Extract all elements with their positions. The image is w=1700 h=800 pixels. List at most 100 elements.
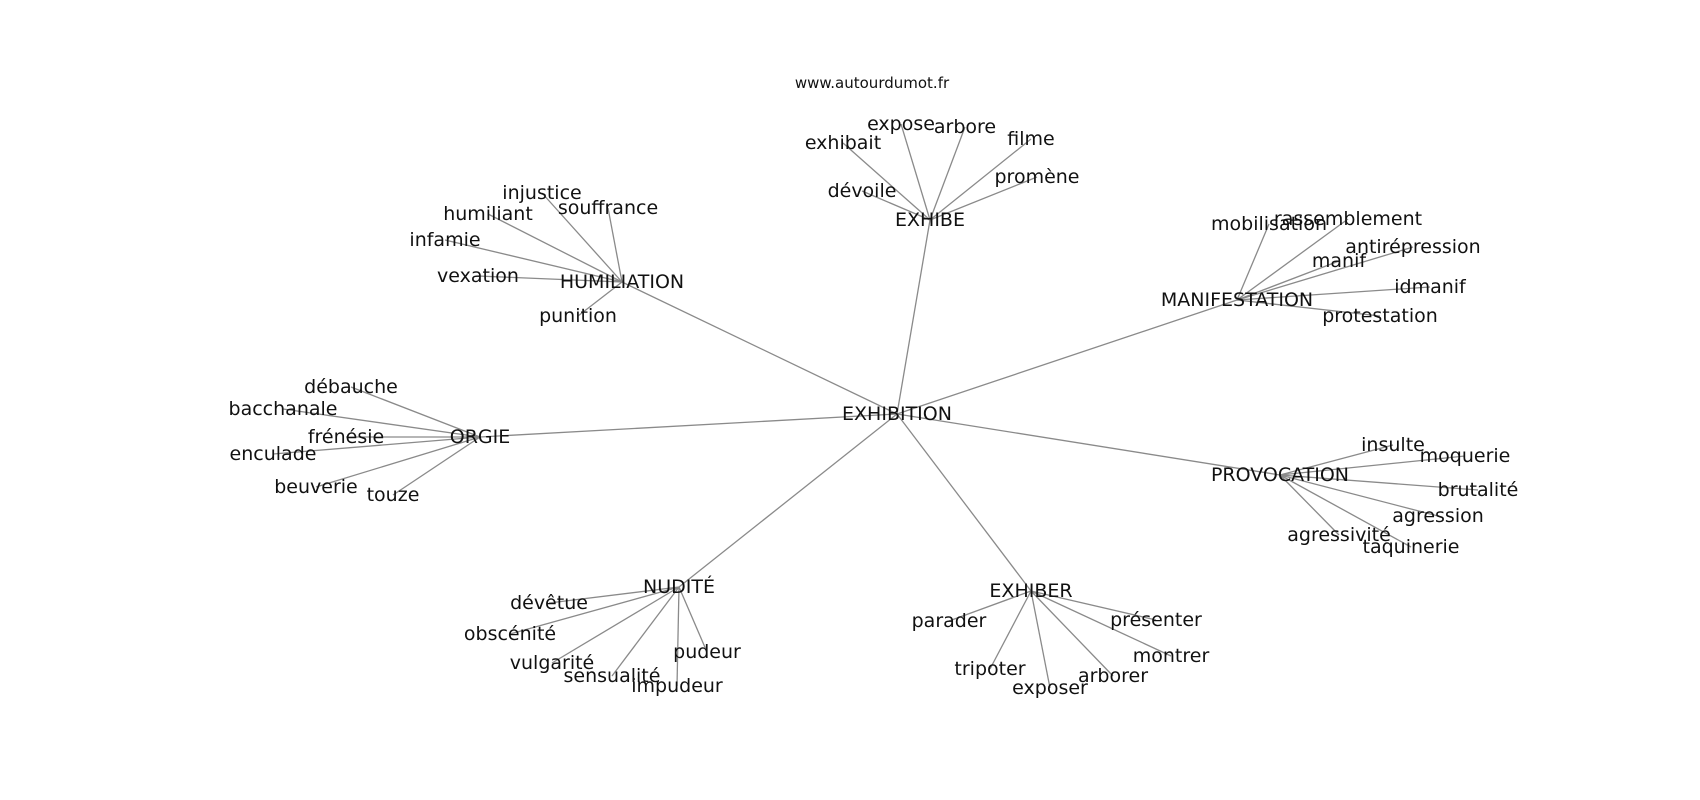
node-leaf-exhibait[interactable]: exhibait	[805, 132, 881, 154]
node-hub-orgie[interactable]: ORGIE	[450, 426, 511, 448]
node-hub-exhibe[interactable]: EXHIBE	[895, 209, 965, 231]
node-leaf-punition[interactable]: punition	[539, 305, 617, 327]
node-leaf-infamie[interactable]: infamie	[409, 229, 480, 251]
edge-manifestation-mobilisation	[1236, 223, 1270, 301]
node-leaf-souffrance[interactable]: souffrance	[558, 197, 658, 219]
edge-humiliation-infamie	[444, 239, 623, 283]
node-leaf-taquinerie[interactable]: taquinerie	[1363, 536, 1460, 558]
edge-root-nudite	[678, 413, 898, 588]
edge-orgie-touze	[392, 436, 481, 496]
edge-provocation-insulte	[1279, 444, 1394, 476]
node-leaf-tripoter[interactable]: tripoter	[954, 658, 1025, 680]
node-leaf-filme[interactable]: filme	[1007, 128, 1054, 150]
edge-provocation-agression	[1279, 474, 1439, 517]
edge-manifestation-idmanif	[1236, 286, 1431, 301]
node-leaf-arbore[interactable]: arbore	[934, 116, 996, 138]
node-leaf-agressivite[interactable]: agressivité	[1287, 524, 1391, 546]
node-leaf-injustice[interactable]: injustice	[502, 182, 581, 204]
node-hub-manifestation[interactable]: MANIFESTATION	[1161, 289, 1313, 311]
edge-exhiber-parader	[948, 590, 1032, 622]
edge-orgie-bacchanale	[282, 408, 481, 438]
edge-exhiber-presenter	[1030, 590, 1157, 621]
edge-manifestation-manif	[1236, 260, 1340, 301]
edge-manifestation-rassemblement	[1236, 218, 1349, 301]
edge-provocation-agressivite	[1279, 474, 1340, 536]
node-leaf-pudeur[interactable]: pudeur	[673, 641, 741, 663]
edge-nudite-sensualite	[611, 586, 680, 677]
node-leaf-manif[interactable]: manif	[1312, 250, 1367, 272]
node-leaf-rassemblement[interactable]: rassemblement	[1274, 208, 1422, 230]
edge-manifestation-protestation	[1236, 299, 1381, 317]
edge-humiliation-vexation	[477, 275, 623, 283]
edge-root-manifestation	[896, 299, 1238, 415]
node-hub-nudite[interactable]: NUDITÉ	[643, 575, 715, 598]
node-leaf-debauche[interactable]: débauche	[304, 376, 398, 398]
edge-orgie-debauche	[350, 386, 481, 438]
node-leaf-impudeur[interactable]: impudeur	[631, 675, 723, 697]
node-leaf-arborer[interactable]: arborer	[1078, 665, 1148, 687]
node-hub-exhiber[interactable]: EXHIBER	[989, 580, 1072, 602]
edge-exhiber-exposer	[1030, 590, 1051, 689]
node-leaf-promene[interactable]: promène	[994, 166, 1079, 188]
edge-nudite-devetue	[548, 586, 680, 604]
edge-orgie-beuverie	[315, 436, 481, 488]
edge-provocation-taquinerie	[1279, 474, 1412, 548]
edge-exhiber-tripoter	[989, 590, 1032, 670]
edge-exhiber-arborer	[1030, 590, 1114, 677]
edge-root-provocation	[896, 413, 1281, 476]
edge-exhibe-expose	[900, 123, 931, 221]
node-leaf-beuverie[interactable]: beuverie	[274, 476, 358, 498]
node-leaf-protestation[interactable]: protestation	[1322, 305, 1438, 327]
node-leaf-bacchanale[interactable]: bacchanale	[229, 398, 338, 420]
edge-humiliation-humiliant	[487, 213, 623, 283]
edge-nudite-obscenite	[509, 586, 680, 635]
node-leaf-devetue[interactable]: dévêtue	[510, 592, 588, 614]
node-leaf-presenter[interactable]: présenter	[1110, 609, 1202, 631]
node-leaf-obscenite[interactable]: obscénité	[464, 623, 556, 645]
node-leaf-expose[interactable]: expose	[867, 113, 935, 135]
node-leaf-sensualite[interactable]: sensualité	[564, 665, 661, 687]
edge-humiliation-punition	[577, 281, 623, 317]
edge-nudite-impudeur	[676, 586, 680, 687]
node-leaf-vexation[interactable]: vexation	[437, 265, 519, 287]
edge-manifestation-antirepression	[1236, 246, 1414, 301]
node-leaf-touze[interactable]: touze	[367, 484, 420, 506]
node-leaf-vulgarite[interactable]: vulgarité	[510, 652, 595, 674]
edge-exhiber-montrer	[1030, 590, 1172, 657]
node-leaf-exposer[interactable]: exposer	[1012, 677, 1088, 699]
edge-exhibe-exhibait	[842, 142, 931, 221]
edge-root-humiliation	[621, 281, 898, 415]
edge-nudite-vulgarite	[551, 586, 680, 664]
edge-nudite-pudeur	[678, 586, 708, 653]
edge-provocation-moquerie	[1279, 455, 1466, 476]
node-leaf-antirepression[interactable]: antirépression	[1345, 236, 1480, 258]
source-credit: www.autourdumot.fr	[795, 74, 950, 92]
node-leaf-mobilisation[interactable]: mobilisation	[1211, 213, 1327, 235]
edge-exhibe-devoile	[861, 190, 931, 221]
edge-root-orgie	[479, 413, 898, 438]
edge-exhibe-promene	[929, 176, 1038, 221]
node-hub-humiliation[interactable]: HUMILIATION	[560, 271, 684, 293]
node-root-exhibition[interactable]: EXHIBITION	[842, 403, 952, 425]
node-leaf-insulte[interactable]: insulte	[1361, 434, 1425, 456]
node-leaf-idmanif[interactable]: idmanif	[1394, 276, 1467, 298]
edge-orgie-enculade	[272, 436, 481, 455]
edge-root-exhiber	[896, 413, 1032, 592]
node-leaf-moquerie[interactable]: moquerie	[1420, 445, 1511, 467]
node-leaf-montrer[interactable]: montrer	[1133, 645, 1210, 667]
edge-humiliation-souffrance	[607, 207, 623, 283]
node-leaf-brutalite[interactable]: brutalité	[1438, 479, 1519, 501]
node-hub-provocation[interactable]: PROVOCATION	[1211, 464, 1349, 486]
node-leaf-frenesie[interactable]: frénésie	[308, 426, 384, 448]
edge-provocation-brutalite	[1279, 474, 1479, 491]
edge-root-exhibe	[896, 219, 931, 415]
edges-layer	[272, 123, 1479, 689]
node-leaf-enculade[interactable]: enculade	[230, 443, 317, 465]
node-leaf-agression[interactable]: agression	[1392, 505, 1484, 527]
node-leaf-parader[interactable]: parader	[912, 610, 987, 632]
edge-exhibe-filme	[929, 138, 1032, 221]
node-leaf-devoile[interactable]: dévoile	[828, 180, 897, 202]
node-leaf-humiliant[interactable]: humiliant	[443, 203, 533, 225]
